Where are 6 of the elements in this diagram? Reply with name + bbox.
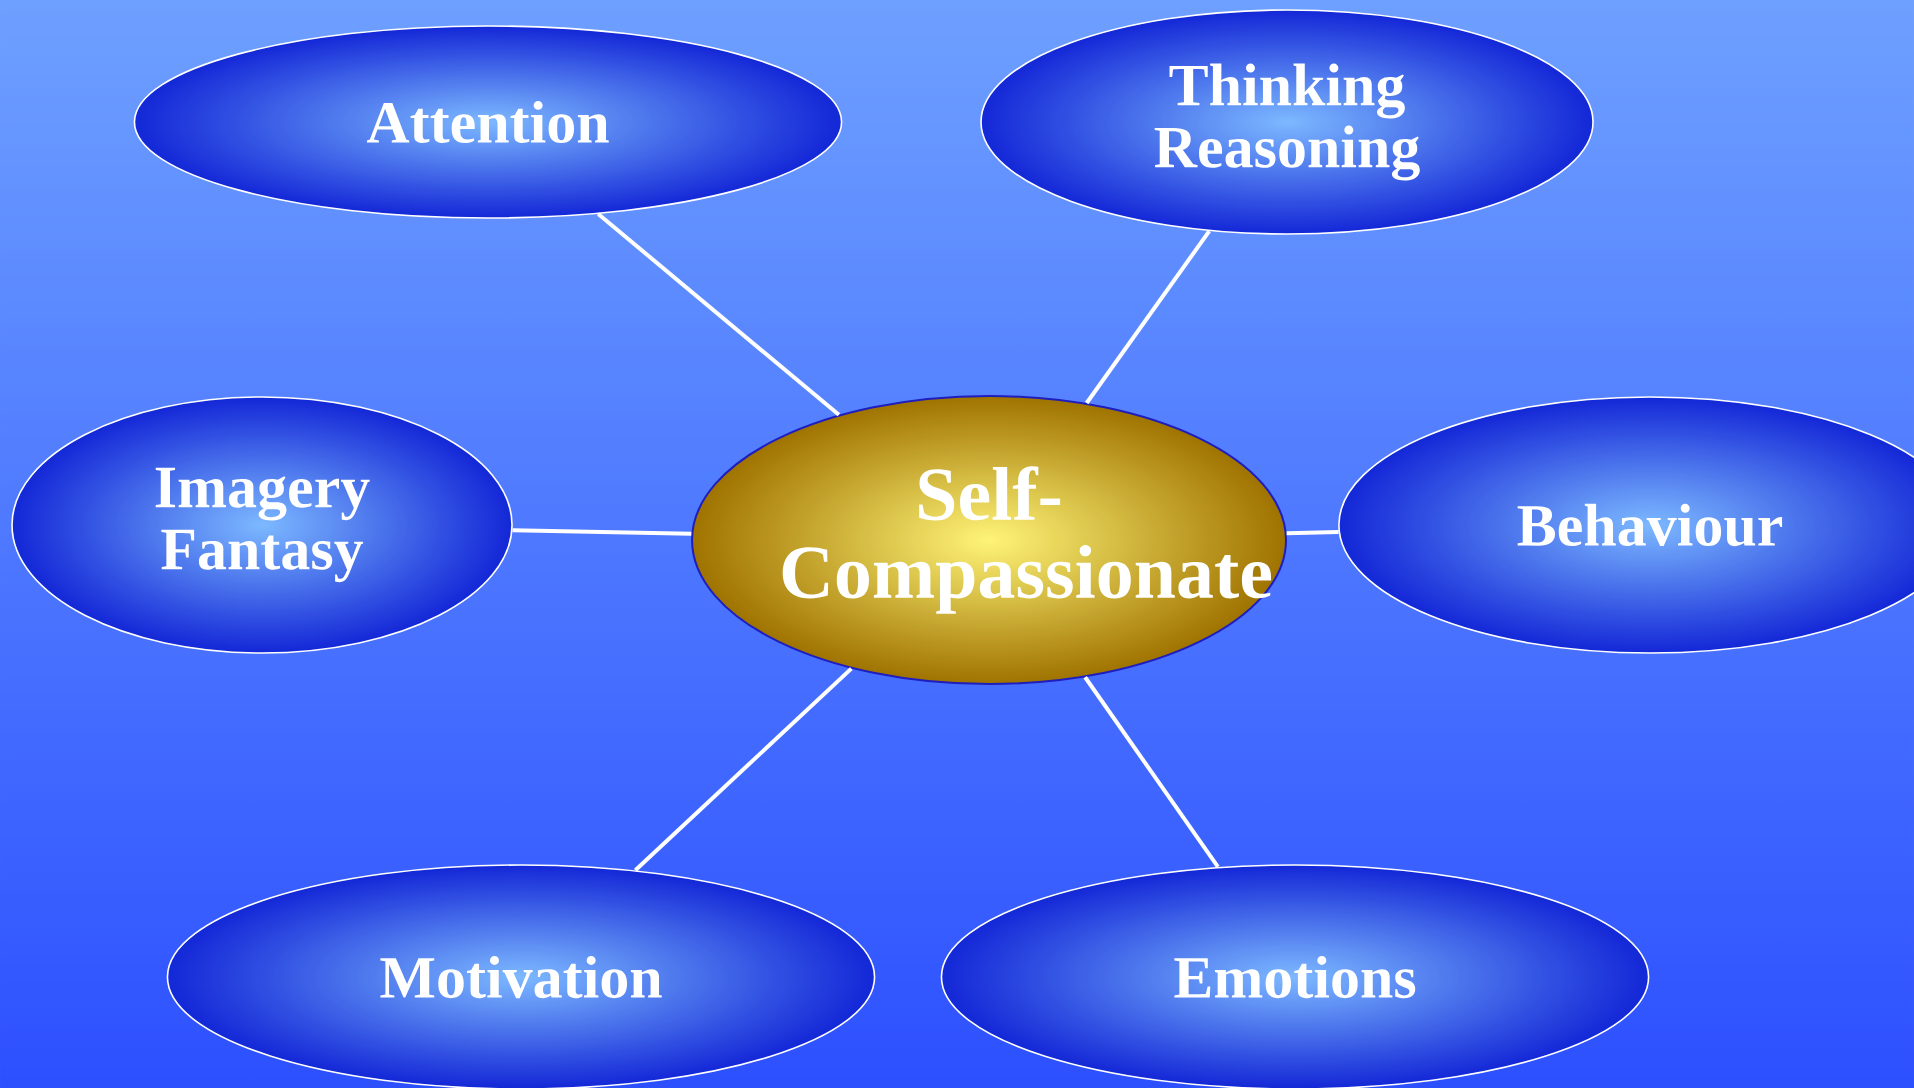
connector-line: [1085, 229, 1211, 405]
connector-line: [1286, 530, 1339, 536]
connector-line: [634, 667, 853, 872]
connector-line: [596, 212, 841, 417]
connector-line: [1083, 676, 1220, 869]
connector-line: [512, 528, 692, 536]
